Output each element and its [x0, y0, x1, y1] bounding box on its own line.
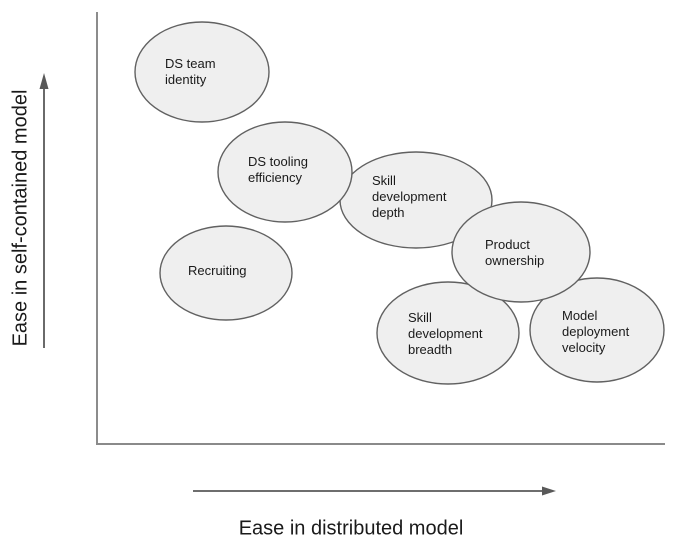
bubble-recruiting: [159, 225, 293, 321]
arrow-right-icon: [542, 486, 556, 496]
bubble-ds-tooling-efficiency: [217, 121, 353, 223]
bubble-label-line: breadth: [408, 342, 453, 357]
bubble-label-line: Recruiting: [188, 263, 247, 278]
bubble-label-line: Skill: [372, 173, 396, 188]
bubble-label-recruiting: Recruiting: [188, 263, 247, 279]
bubble-label-line: development: [372, 189, 447, 204]
x-axis-label: Ease in distributed model: [238, 517, 464, 540]
bubble-label-line: DS team: [165, 56, 216, 71]
bubble-label-line: efficiency: [248, 170, 302, 185]
bubble-label-line: Product: [485, 237, 530, 252]
bubble-skill-development-breadth: [376, 281, 520, 385]
bubble-label-line: development: [408, 326, 483, 341]
bubble-label-line: DS tooling: [248, 154, 308, 169]
bubble-label-line: Skill: [408, 310, 432, 325]
bubble-label-line: Model: [562, 308, 598, 323]
bubble-ds-team-identity: [134, 21, 270, 123]
x-axis-arrow: [193, 486, 556, 496]
bubble-product-ownership: [451, 201, 591, 303]
bubble-label-line: deployment: [562, 324, 630, 339]
y-axis-arrow: [39, 73, 49, 348]
arrow-up-icon: [39, 73, 49, 89]
y-axis-label: Ease in self-contained model: [9, 89, 32, 347]
bubble-layer: [134, 21, 665, 385]
bubble-label-line: velocity: [562, 340, 606, 355]
bubble-label-line: identity: [165, 72, 207, 87]
bubble-label-line: depth: [372, 205, 405, 220]
bubble-model-deployment-velocity: [529, 277, 665, 383]
bubble-label-line: ownership: [485, 253, 545, 268]
